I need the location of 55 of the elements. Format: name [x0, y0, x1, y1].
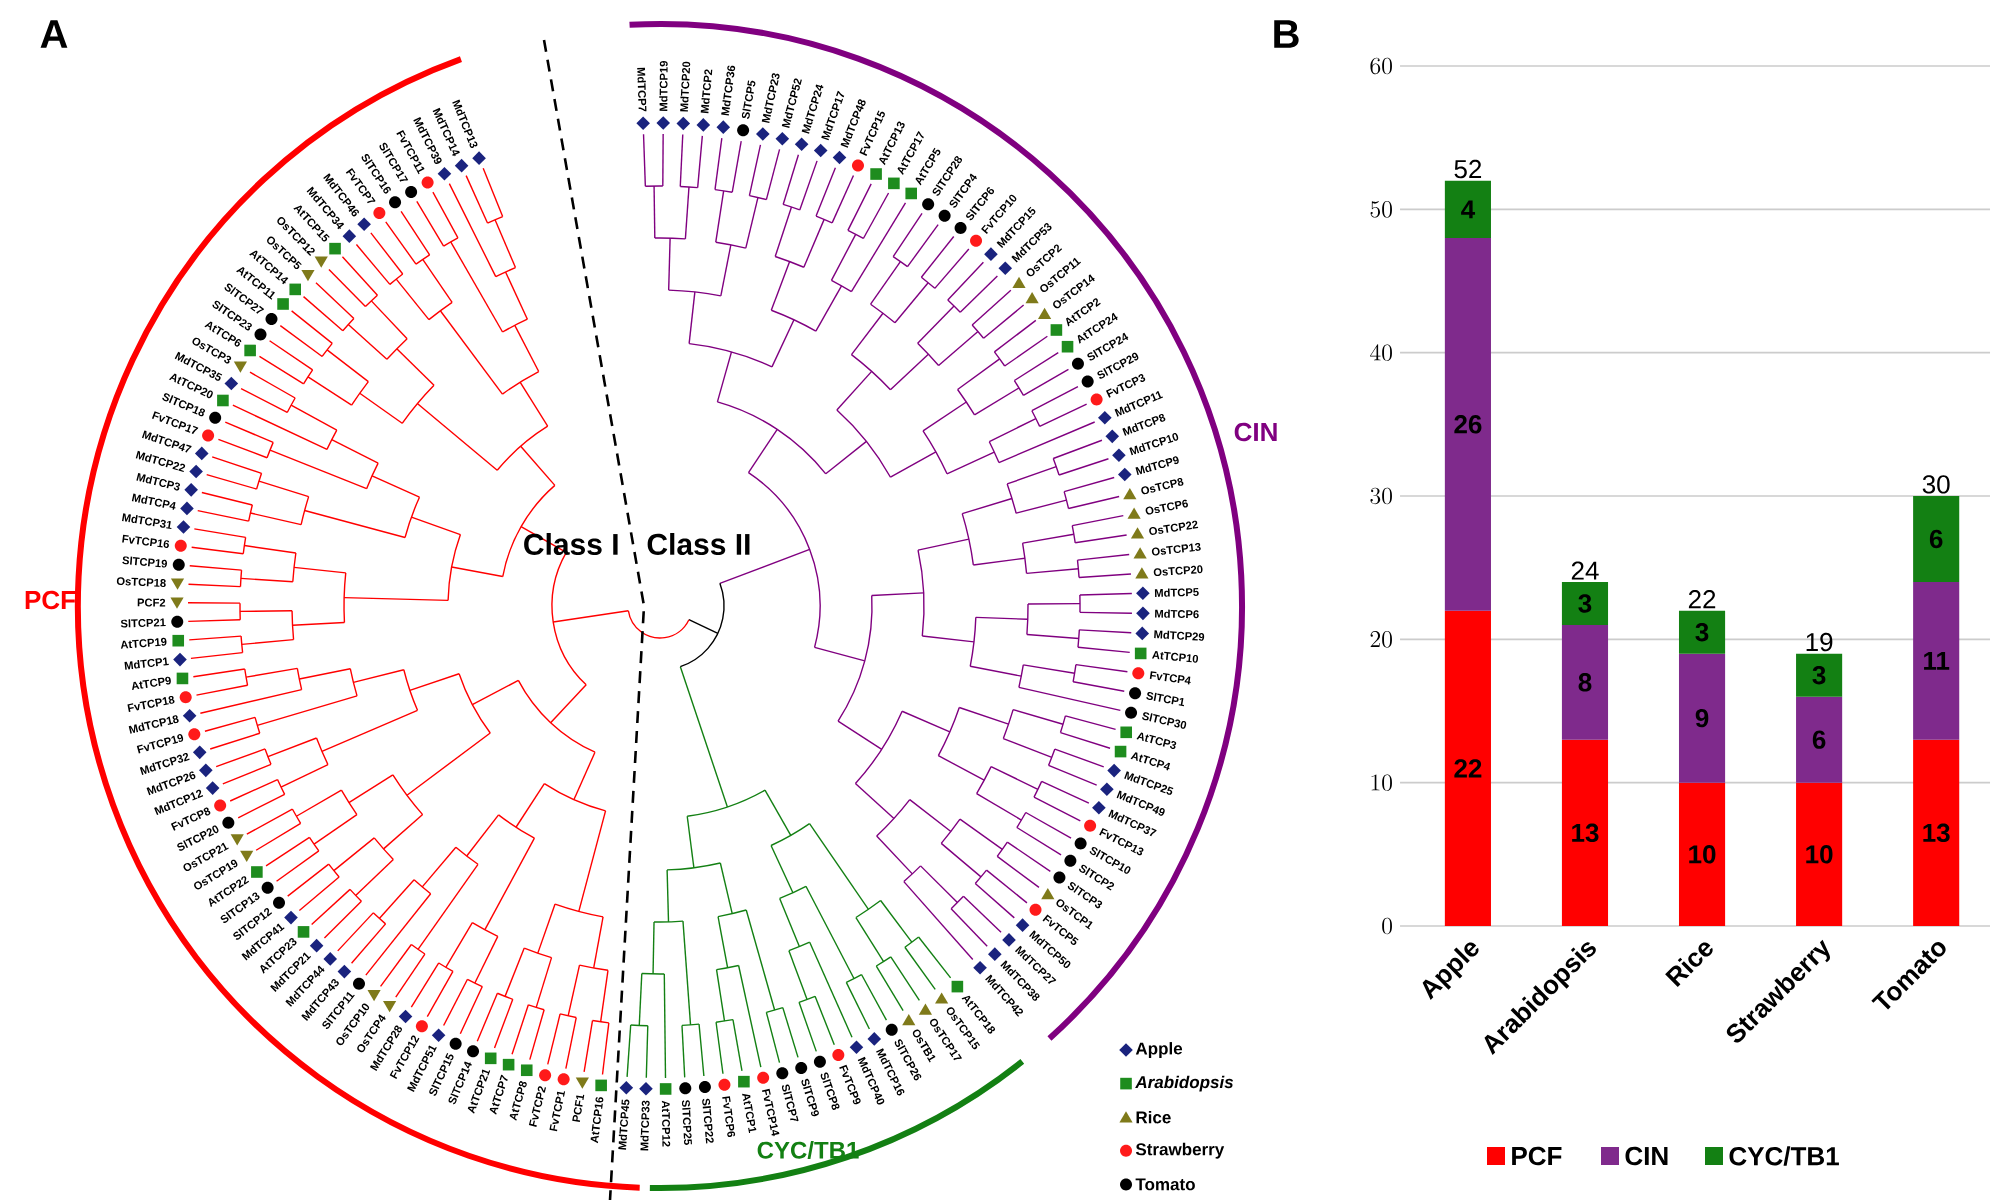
panel-letter: A	[40, 20, 68, 48]
annotation: 30	[1922, 475, 1950, 494]
data-label: 3	[1812, 665, 1826, 685]
bar	[1561, 624, 1609, 740]
tick-label: 0	[1382, 917, 1392, 935]
annotation: 24	[1571, 561, 1599, 580]
tick-label: 10	[1371, 774, 1392, 791]
class-label: Class II	[647, 533, 750, 555]
legend-label: Strawberry	[1135, 1142, 1225, 1159]
bar	[1796, 653, 1843, 697]
legend-label: Arabidopsis	[1135, 1075, 1234, 1092]
legend-label: PCF	[1512, 1146, 1562, 1166]
data-label: 9	[1695, 708, 1709, 728]
bar	[1678, 782, 1726, 926]
legend-label: Tomato	[1135, 1178, 1195, 1191]
tick-label: 60	[1370, 57, 1392, 75]
bar	[1561, 582, 1609, 625]
legend-label: CYC/TB1	[1729, 1146, 1839, 1166]
data-label: 13	[1923, 823, 1950, 843]
bar	[1796, 696, 1843, 783]
annotation: 52	[1454, 159, 1482, 179]
annotation: 19	[1806, 632, 1833, 652]
data-label: 10	[1689, 845, 1716, 864]
tick-label: 20	[1370, 631, 1392, 648]
data-label: 22	[1454, 759, 1482, 778]
annotation: 22	[1688, 590, 1716, 609]
bar	[1913, 739, 1960, 926]
tick-label: 30	[1370, 487, 1392, 505]
data-label: 11	[1924, 651, 1950, 670]
legend-label: Apple	[1135, 1042, 1183, 1058]
bar	[1561, 739, 1609, 926]
data-label: 3	[1578, 594, 1592, 613]
data-label: 3	[1695, 622, 1709, 642]
data-label: 6	[1929, 529, 1943, 549]
data-label: 10	[1806, 845, 1833, 864]
bar	[1444, 610, 1491, 926]
bar	[1444, 180, 1491, 238]
data-label: 8	[1578, 673, 1592, 692]
legend-label: Rice	[1136, 1110, 1171, 1124]
data-label: 26	[1454, 415, 1482, 434]
legend-label: CIN	[1625, 1146, 1668, 1166]
bar	[1678, 653, 1726, 783]
bar	[1444, 237, 1491, 611]
clade-label: CIN	[1234, 422, 1277, 442]
clade-label: PCF	[25, 590, 76, 610]
data-label: 4	[1461, 200, 1476, 219]
data-label: 6	[1812, 730, 1826, 749]
data-label: 13	[1572, 823, 1599, 843]
bar	[1913, 495, 1960, 582]
bar	[1913, 582, 1960, 740]
bar	[1678, 610, 1726, 654]
panel-letter: B	[1274, 20, 1299, 48]
tick-label: 40	[1370, 344, 1392, 361]
bar	[1796, 782, 1843, 926]
tick-label: 50	[1370, 201, 1392, 218]
